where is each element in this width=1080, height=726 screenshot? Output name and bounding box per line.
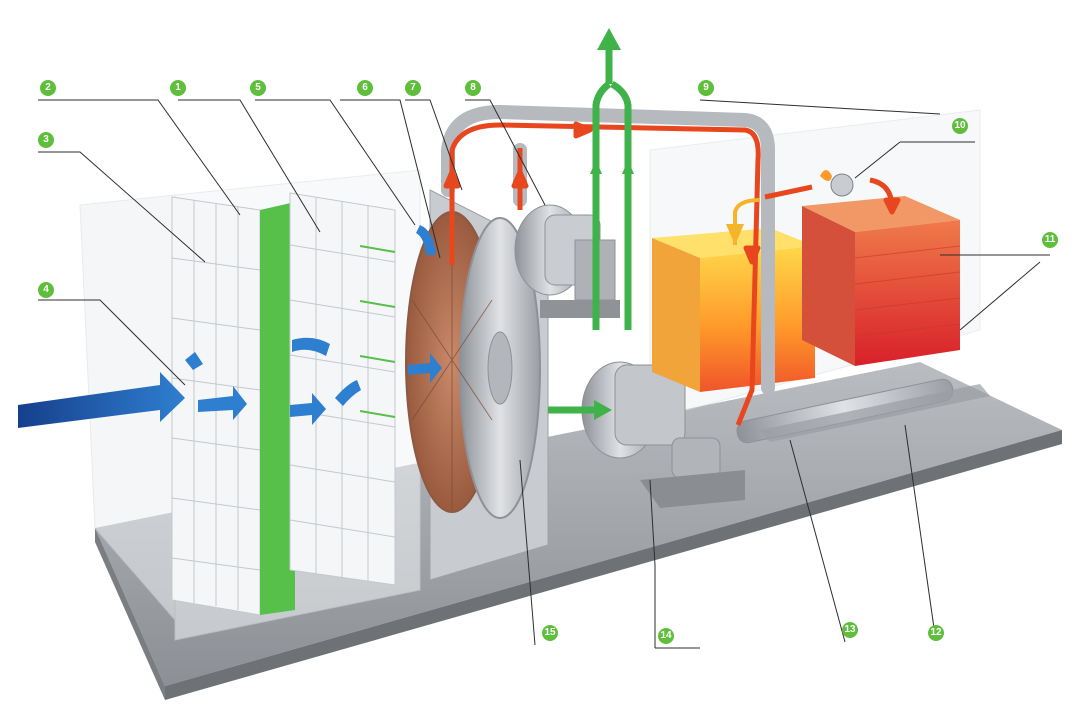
leader-lines	[38, 99, 1050, 649]
callout-6: 6	[357, 80, 373, 96]
fan-motor-upper	[514, 204, 620, 318]
heat-exchanger-block-yellow	[652, 228, 815, 392]
rotor-wheel	[405, 189, 549, 581]
callout-15: 15	[542, 625, 558, 641]
preheat-flow	[725, 198, 761, 246]
callout-9: 9	[698, 80, 714, 96]
callout-12: 12	[928, 625, 944, 641]
callout-11: 11	[1042, 232, 1058, 248]
callout-13: 13	[842, 622, 858, 638]
callout-8: 8	[465, 80, 481, 96]
callout-14: 14	[658, 628, 674, 644]
heat-exchanger-block-red	[802, 196, 961, 366]
filter-panel-rear	[289, 192, 396, 586]
callout-7: 7	[405, 80, 421, 96]
lower-manifold-pipe	[736, 378, 990, 444]
fresh-air-flow	[18, 225, 442, 428]
callout-1: 1	[170, 80, 186, 96]
callout-4: 4	[38, 282, 54, 298]
callout-3: 3	[38, 132, 54, 148]
fan-motor-lower	[581, 361, 745, 508]
callout-2: 2	[40, 80, 56, 96]
callout-5: 5	[250, 80, 266, 96]
clean-exhaust-flow	[548, 28, 634, 420]
burner-icon	[820, 170, 854, 197]
callout-10: 10	[952, 118, 968, 134]
